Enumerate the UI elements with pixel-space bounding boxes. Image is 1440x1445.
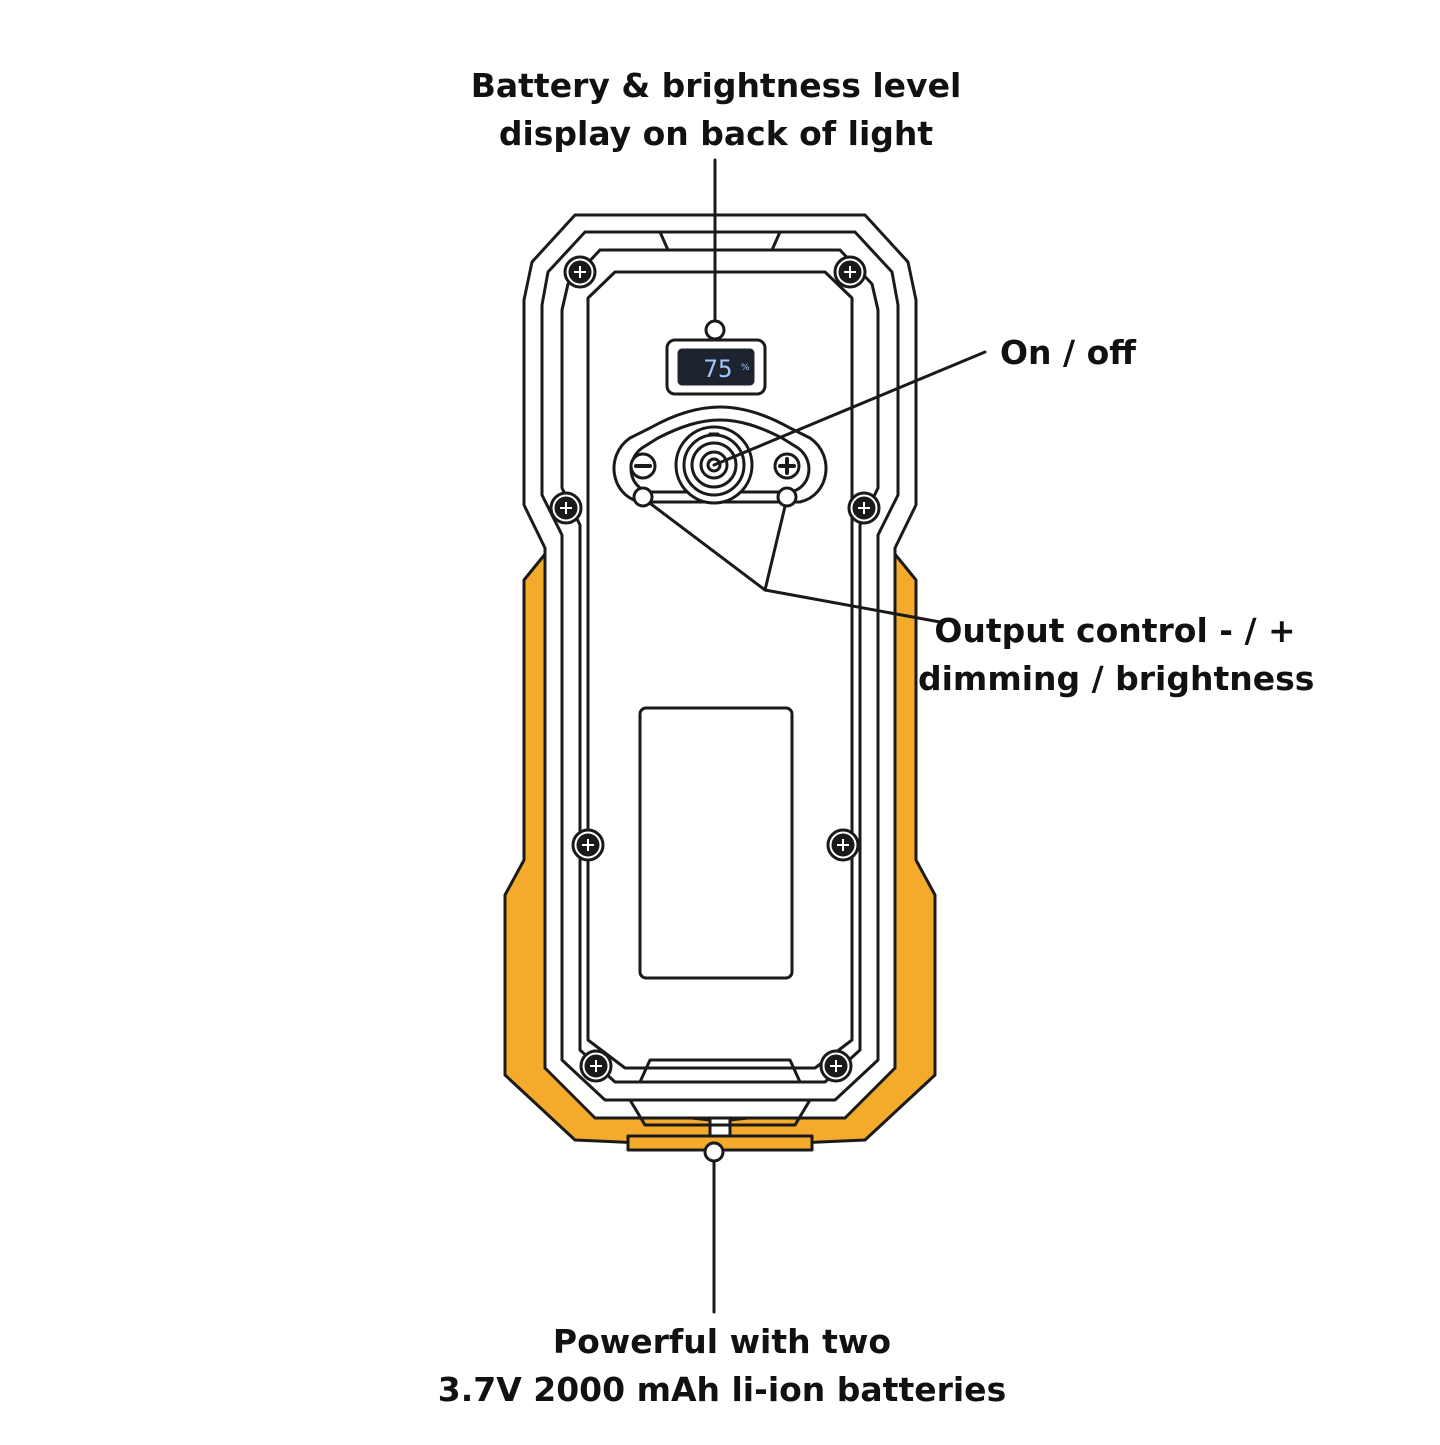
callout-battery-line2: 3.7V 2000 mAh li-ion batteries <box>400 1366 1044 1414</box>
screw-icon <box>828 830 858 860</box>
screw-icon <box>565 257 595 287</box>
screw-icon <box>551 493 581 523</box>
callout-dot-battery <box>705 1143 723 1161</box>
screw-icon <box>581 1051 611 1081</box>
callout-display-line1: Battery & brightness level <box>450 62 982 110</box>
callout-output-label: Output control - / + dimming / brightnes… <box>918 607 1312 703</box>
callout-battery-line1: Powerful with two <box>400 1318 1044 1366</box>
callout-dot-plus <box>778 488 796 506</box>
callout-output-line2: dimming / brightness <box>918 655 1312 703</box>
callout-dot-minus <box>634 488 652 506</box>
screw-icon <box>849 493 879 523</box>
callout-power-label: On / off <box>1000 329 1136 377</box>
plus-button-icon[interactable] <box>775 454 799 478</box>
minus-button-icon[interactable] <box>631 454 655 478</box>
callout-display-label: Battery & brightness level display on ba… <box>450 62 982 158</box>
lcd-unit: % <box>741 363 750 373</box>
callout-power-line1: On / off <box>1000 329 1136 377</box>
callout-display-line2: display on back of light <box>450 110 982 158</box>
screw-icon <box>573 830 603 860</box>
callout-output-line1: Output control - / + <box>918 607 1312 655</box>
callout-battery-label: Powerful with two 3.7V 2000 mAh li-ion b… <box>400 1318 1044 1414</box>
screw-icon <box>821 1051 851 1081</box>
screw-icon <box>835 257 865 287</box>
lcd-value: 75 <box>704 355 733 383</box>
callout-dot-display <box>706 321 724 339</box>
